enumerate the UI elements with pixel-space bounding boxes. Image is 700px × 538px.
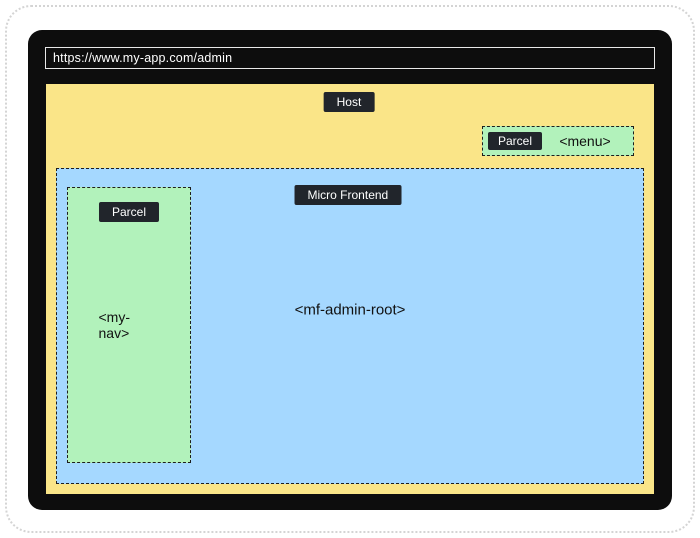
menu-tag: <menu> xyxy=(559,133,611,149)
micro-frontend-badge: Micro Frontend xyxy=(294,185,402,205)
url-bar: https://www.my-app.com/admin xyxy=(45,47,655,69)
nav-parcel-badge: Parcel xyxy=(98,202,160,222)
menu-parcel-badge: Parcel xyxy=(488,132,543,150)
menu-parcel: Parcel <menu> xyxy=(482,126,634,156)
nav-parcel: Parcel <my-nav> xyxy=(67,187,191,463)
browser-frame: https://www.my-app.com/admin Host Parcel… xyxy=(28,30,672,510)
host-area: Host Parcel <menu> Micro Frontend <mf-ad… xyxy=(46,84,654,494)
url-text: https://www.my-app.com/admin xyxy=(53,51,233,65)
my-nav-tag: <my-nav> xyxy=(98,309,131,341)
mf-admin-root-tag: <mf-admin-root> xyxy=(294,301,406,319)
host-badge: Host xyxy=(323,92,375,112)
micro-frontend-area: Micro Frontend <mf-admin-root> Parcel <m… xyxy=(56,168,644,484)
